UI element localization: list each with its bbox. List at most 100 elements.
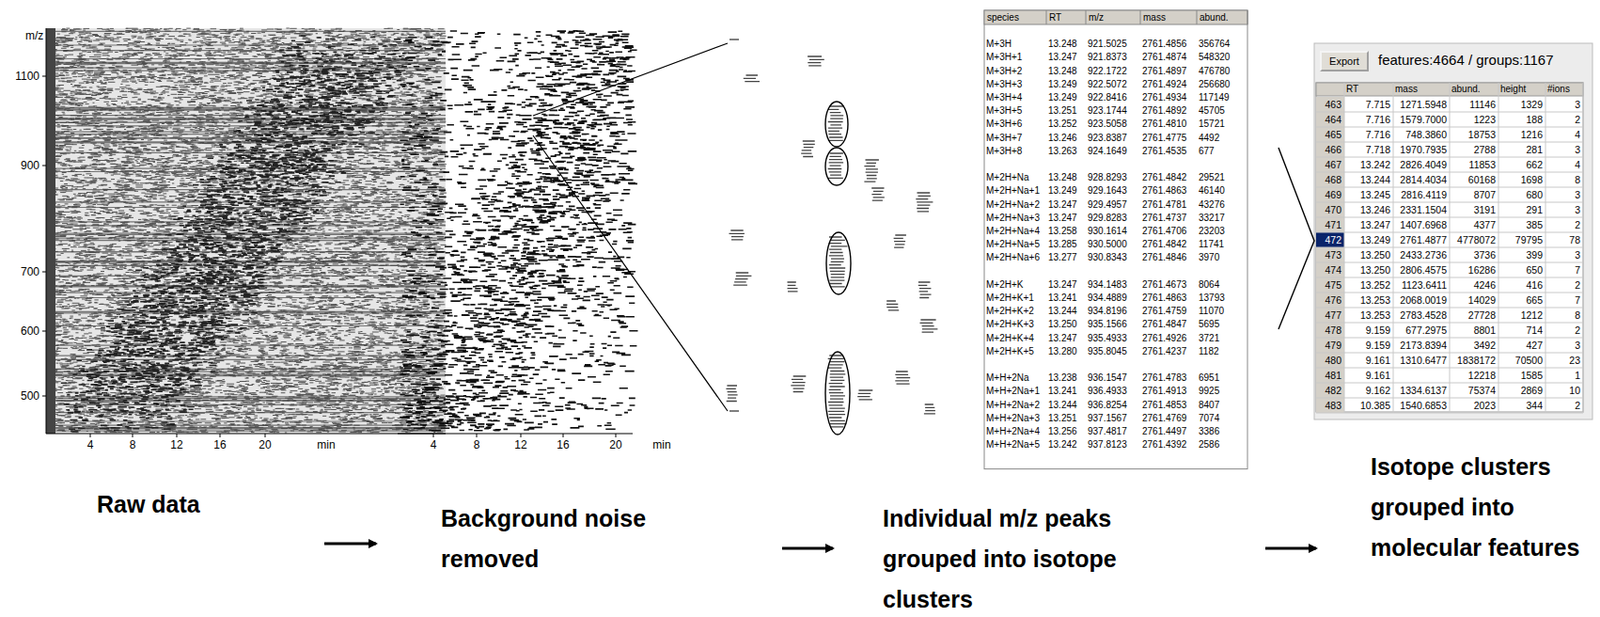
table-cell: 2761.4535 [1142, 145, 1187, 157]
table-cell: 4 [1546, 158, 1581, 172]
table-cell: 23203 [1198, 225, 1225, 237]
table-cell: M+2H+K+2 [986, 305, 1035, 317]
cluster-ellipse [825, 147, 848, 186]
table-cell: 2826.4049 [1394, 158, 1447, 172]
table-cell: 13.253 [1345, 294, 1391, 307]
table-cell: 2814.4034 [1394, 173, 1447, 187]
step-caption: Individual m/z peaks grouped into isotop… [882, 498, 1165, 617]
table-cell: 11853 [1450, 158, 1496, 172]
table-cell: 356764 [1198, 38, 1230, 50]
table-cell: M+H+2Na+2 [986, 399, 1040, 411]
export-button: Export [1319, 50, 1369, 72]
table-cell: 5695 [1198, 318, 1220, 330]
table-cell: 2 [1546, 324, 1581, 337]
table-cell: 4 [1546, 128, 1581, 142]
table-cell: 923.1744 [1087, 105, 1128, 117]
table-cell: 3 [1546, 98, 1581, 111]
table-cell: 13.249 [1048, 185, 1078, 197]
table-cell: 13.252 [1048, 118, 1078, 130]
ticks [42, 76, 266, 438]
table-cell: 13.248 [1048, 172, 1078, 184]
table-cell: 2 [1546, 399, 1581, 412]
table-cell: 936.4933 [1087, 385, 1128, 397]
table-cell: 427 [1499, 339, 1543, 352]
table-cell: 1223 [1450, 113, 1496, 126]
table-cell: 680 [1499, 188, 1543, 202]
table-cell: 2761.4856 [1142, 38, 1187, 50]
table-cell: 1698 [1499, 173, 1543, 187]
table-cell: 2761.4237 [1142, 345, 1187, 358]
table-cell: 2 [1546, 219, 1581, 232]
table-cell: 1 [1546, 369, 1581, 382]
table-cell: 2761.4863 [1142, 292, 1187, 304]
table-cell: 2761.4810 [1142, 118, 1187, 130]
table-cell: 937.4817 [1087, 425, 1128, 438]
table-cell: 2433.2736 [1394, 249, 1447, 262]
axis-title: m/z [25, 29, 44, 43]
table-header-cell: m/z [1088, 11, 1104, 24]
table-cell: 13.285 [1048, 238, 1078, 251]
table-cell: 2761.4934 [1142, 92, 1187, 104]
table-cell: 934.8196 [1087, 305, 1128, 317]
table-cell: 6951 [1198, 372, 1220, 384]
table-cell: 2761.4924 [1142, 78, 1187, 91]
table-cell: M+3H+5 [986, 105, 1022, 117]
table-cell: 23 [1546, 354, 1581, 367]
table-cell: 1216 [1499, 128, 1543, 142]
table-cell: 935.1566 [1087, 318, 1128, 330]
table-cell: 9.159 [1345, 339, 1391, 352]
table-cell: 10.385 [1345, 399, 1391, 412]
selected-row-index [1316, 232, 1345, 248]
table-cell: 9.161 [1345, 369, 1391, 382]
table-cell: 10 [1546, 384, 1581, 397]
axis-label: 4 [71, 438, 110, 452]
flow-arrow [324, 542, 377, 546]
table-cell: 934.4889 [1087, 292, 1128, 304]
table-cell: 11146 [1450, 98, 1496, 111]
table-cell: M+2H+Na+3 [986, 212, 1040, 224]
table-cell: 2331.1504 [1394, 203, 1447, 217]
table-cell: 385 [1499, 219, 1543, 232]
cluster-ellipse [825, 351, 850, 435]
table-cell: 13.250 [1345, 249, 1391, 262]
table-cell: 416 [1499, 279, 1543, 292]
table-cell: 937.8123 [1087, 439, 1128, 451]
axis-label: min [307, 438, 346, 452]
table-cell: 1970.7935 [1394, 143, 1447, 157]
table-header-cell: mass [1143, 11, 1166, 24]
table-cell: M+H+2Na+1 [986, 385, 1040, 397]
table-cell: 13.263 [1048, 145, 1078, 157]
table-cell: 3721 [1198, 332, 1220, 345]
table-cell: 281 [1499, 143, 1543, 157]
zoom-line [533, 43, 728, 411]
table-cell: 662 [1499, 158, 1543, 172]
table-cell: 8801 [1450, 324, 1496, 337]
table-cell: 13.251 [1048, 412, 1078, 424]
axis-label: 16 [201, 438, 239, 452]
table-cell: 13793 [1198, 292, 1225, 304]
table-cell: 922.5072 [1087, 78, 1128, 91]
table-cell: 924.1649 [1087, 145, 1128, 157]
table-cell: 922.8416 [1087, 92, 1128, 104]
table-cell: 399 [1499, 249, 1543, 262]
table-cell: 13.244 [1345, 173, 1391, 187]
table-cell: 2761.4842 [1142, 238, 1187, 251]
table-cell: 930.5000 [1087, 238, 1128, 251]
row-index: 476 [1317, 294, 1342, 307]
table-cell: 935.4933 [1087, 332, 1128, 345]
table-cell: M+3H+4 [986, 92, 1022, 104]
table-cell: 2761.4874 [1142, 51, 1187, 63]
table-cell: 2586 [1198, 439, 1220, 451]
table-cell: 8064 [1198, 279, 1220, 291]
table-cell: 936.8254 [1087, 399, 1128, 411]
row-index: 463 [1317, 98, 1342, 111]
table-cell: 2761.4781 [1142, 199, 1187, 211]
table-cell: 929.1643 [1087, 185, 1128, 197]
table-cell: 29521 [1198, 172, 1225, 184]
table-cell: 13.251 [1048, 105, 1078, 117]
signal-dashes [61, 35, 408, 432]
axis-label: 8 [113, 438, 152, 452]
table-cell: 45705 [1198, 105, 1225, 117]
table-cell: 928.8293 [1087, 172, 1128, 184]
